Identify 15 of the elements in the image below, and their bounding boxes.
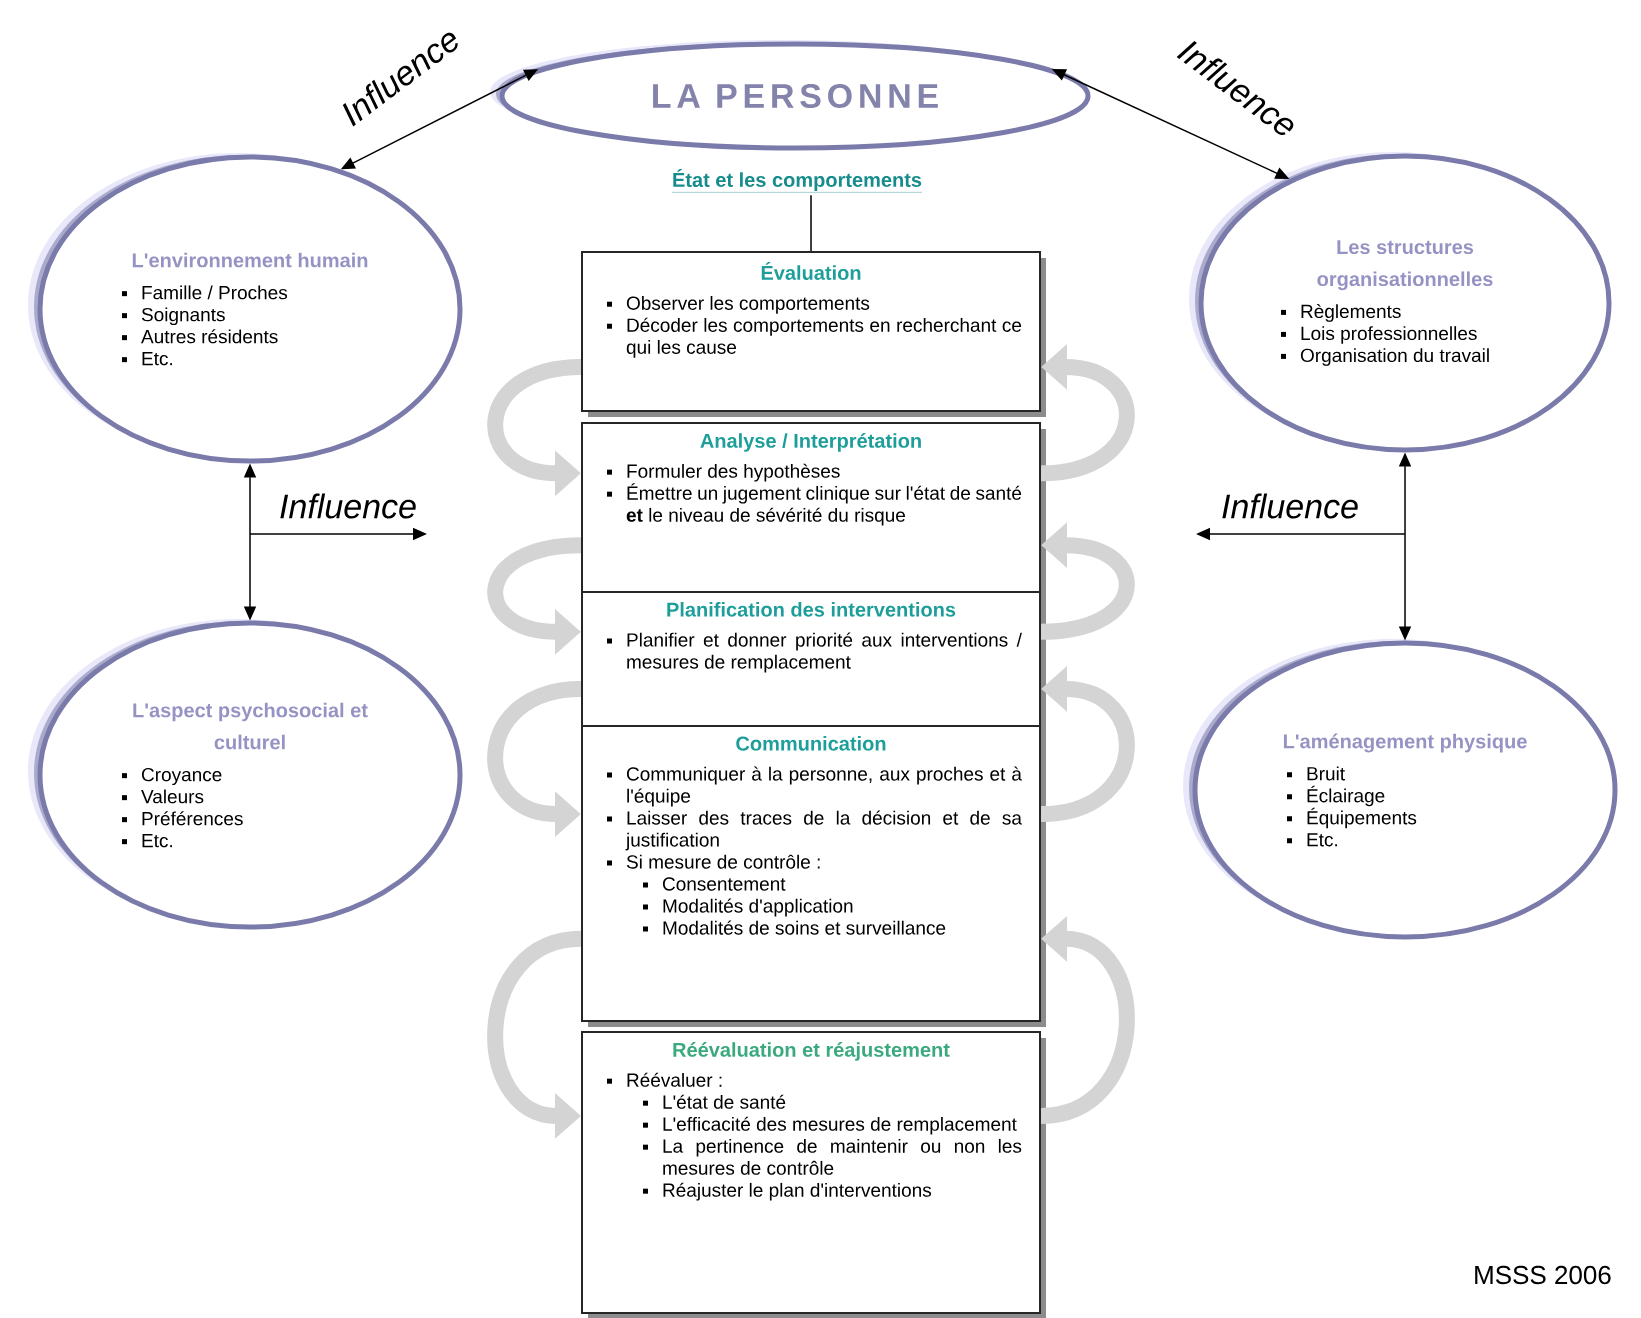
process-box: Évaluation Observer les comportements Décoder les comportements en recherchant ce qui les cause	[581, 251, 1046, 417]
process-box: Analyse / Interprétation Formuler des hypothèses Émettre un jugement clinique sur l'état de santé et le niveau de sévérité du risque	[581, 422, 1046, 598]
oval: L'aménagement physique Bruit Éclairage Équipements Etc.	[1183, 639, 1618, 940]
process-box: Planification des interventions Planifier et donner priorité aux interventions / mesures de remplacement	[581, 591, 1046, 732]
oval: L'environnement humain Famille / Proches Soignants Autres résidents Etc.	[28, 153, 463, 464]
connector-line	[810, 194, 812, 252]
process-box: Communication Communiquer à la personne, aux proches et à l'équipe Laisser des traces de la décision et de sa justification Si mesure de contrôle : Consentement Modalités d'application Modalités de soins et surveillance	[581, 725, 1046, 1027]
edge-label: Influence	[1219, 491, 1361, 521]
process-box: Réévaluation et réajustement Réévaluer : L'état de santé L'efficacité des mesures de remplacement La pertinence de maintenir ou non les mesures de contrôle Réajuster le plan d'interventions	[581, 1031, 1046, 1318]
source-note: MSSS 2006	[1475, 1265, 1611, 1285]
oval: Les structures organisationnelles Règlements Lois professionnelles Organisation du travail	[1189, 152, 1612, 453]
edge-label: Influence	[277, 491, 419, 521]
oval: L'aspect psychosocial et culturel Croyance Valeurs Préférences Etc.	[28, 619, 463, 930]
oval: LA PERSONNE	[490, 40, 1091, 151]
heading-text: État et les comportements	[671, 169, 923, 193]
